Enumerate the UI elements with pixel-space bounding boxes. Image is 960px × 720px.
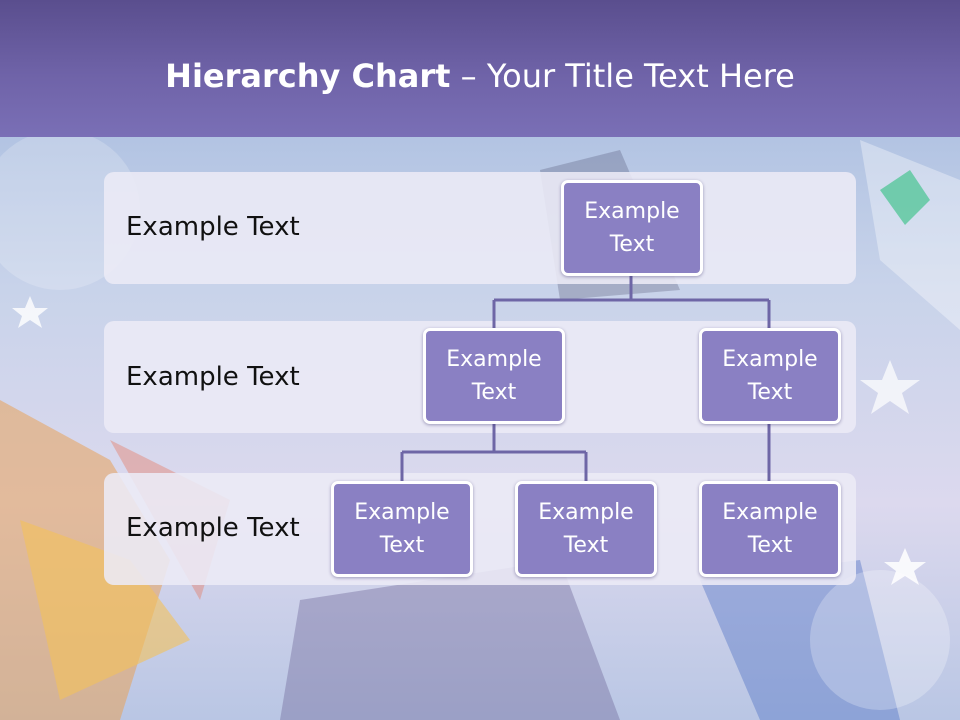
node-bottom-3-line2: Text bbox=[747, 533, 793, 558]
title-bar bbox=[0, 0, 960, 137]
node-mid-right-line1: Example bbox=[722, 347, 818, 372]
node-bottom-2-line2: Text bbox=[563, 533, 609, 558]
node-mid-left-line2: Text bbox=[471, 380, 517, 405]
star-icon bbox=[860, 360, 920, 414]
title-rest: – Your Title Text Here bbox=[450, 57, 795, 95]
connector-root bbox=[492, 275, 771, 330]
node-bottom-1-line2: Text bbox=[379, 533, 425, 558]
level-label-1: Example Text bbox=[126, 212, 300, 242]
star-icon bbox=[884, 548, 926, 585]
connector-mid-left bbox=[400, 423, 588, 482]
level-band-1 bbox=[104, 172, 856, 284]
title-bold: Hierarchy Chart bbox=[165, 57, 451, 95]
node-bottom-2-line1: Example bbox=[538, 500, 634, 525]
node-root-line1: Example bbox=[584, 199, 680, 224]
level-label-2: Example Text bbox=[126, 362, 300, 392]
level-label-3: Example Text bbox=[126, 513, 300, 543]
node-mid-left-line1: Example bbox=[446, 347, 542, 372]
node-bottom-1-line1: Example bbox=[354, 500, 450, 525]
bow-icon bbox=[880, 170, 930, 225]
node-mid-right-line2: Text bbox=[747, 380, 793, 405]
slide-title: Hierarchy Chart – Your Title Text Here bbox=[0, 56, 960, 96]
star-icon bbox=[12, 296, 48, 328]
node-root-line2: Text bbox=[609, 232, 655, 257]
node-bottom-3-line1: Example bbox=[722, 500, 818, 525]
